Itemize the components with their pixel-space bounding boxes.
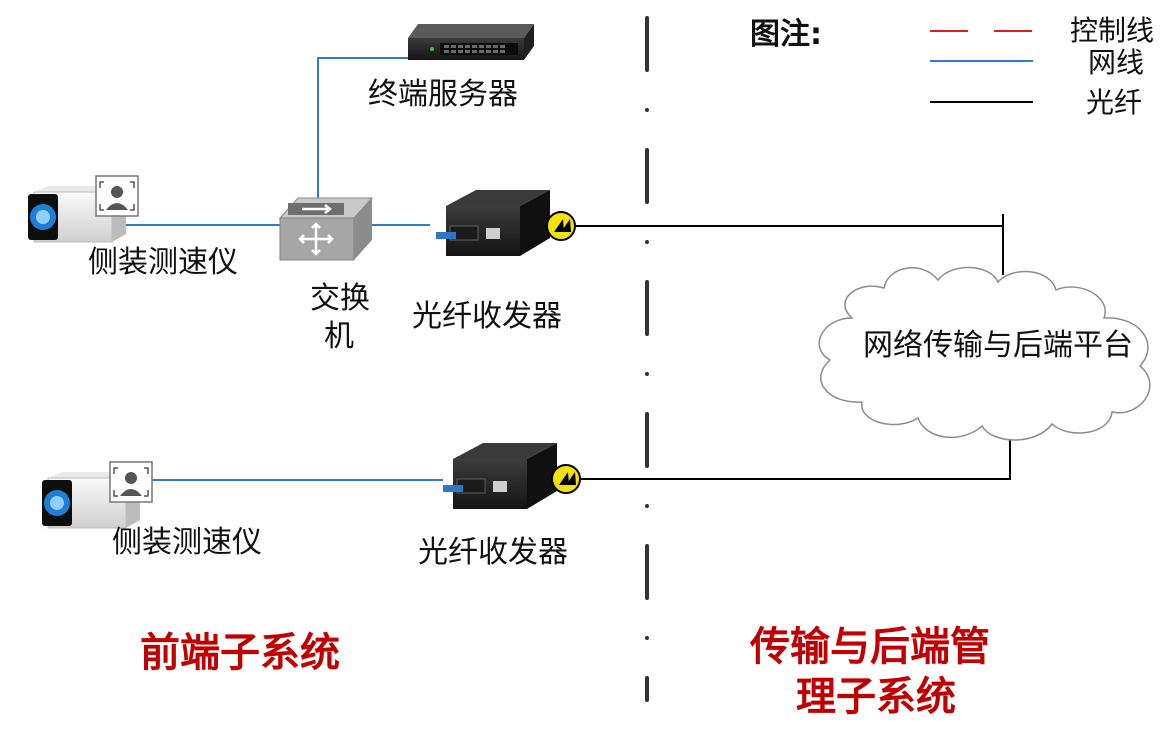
legend-label-fiber: 光纤 xyxy=(1086,86,1143,119)
fiber-connector-icon xyxy=(546,211,576,241)
camera-bottom-label: 侧装测速仪 xyxy=(112,525,262,560)
legend-label-control-line: 控制线 xyxy=(1070,14,1155,47)
switch-label-line2: 机 xyxy=(324,319,354,354)
fiber-top xyxy=(576,225,1004,275)
fiber-transceiver-icon xyxy=(443,443,557,509)
legend-label-network-line: 网线 xyxy=(1088,46,1145,79)
network-switch-icon xyxy=(278,197,374,261)
legend-lines xyxy=(930,30,1033,103)
fiber-transceiver-icon xyxy=(436,190,550,256)
transceiver-top-label: 光纤收发器 xyxy=(412,299,562,334)
cable-switch-to-server xyxy=(317,57,408,198)
cloud-icon xyxy=(818,266,1151,441)
cloud-label: 网络传输与后端平台 xyxy=(863,328,1133,363)
face-recognition-icon xyxy=(95,175,139,217)
back-end-section-title-line1: 传输与后端管 xyxy=(750,624,990,670)
back-end-section-title-line2: 理子系统 xyxy=(796,674,956,720)
camera-top-label: 侧装测速仪 xyxy=(88,245,238,280)
rack-server-icon xyxy=(408,24,534,60)
transceiver-bottom-label: 光纤收发器 xyxy=(418,535,568,570)
legend-title: 图注: xyxy=(750,17,822,52)
fiber-bottom xyxy=(578,432,1011,480)
face-recognition-icon xyxy=(109,461,153,503)
terminal-server-label: 终端服务器 xyxy=(368,77,518,112)
switch-label-line1: 交换 xyxy=(310,281,370,316)
fiber-lines xyxy=(576,214,1011,480)
fiber-connector-icon xyxy=(551,464,581,494)
front-end-section-title: 前端子系统 xyxy=(140,630,340,676)
